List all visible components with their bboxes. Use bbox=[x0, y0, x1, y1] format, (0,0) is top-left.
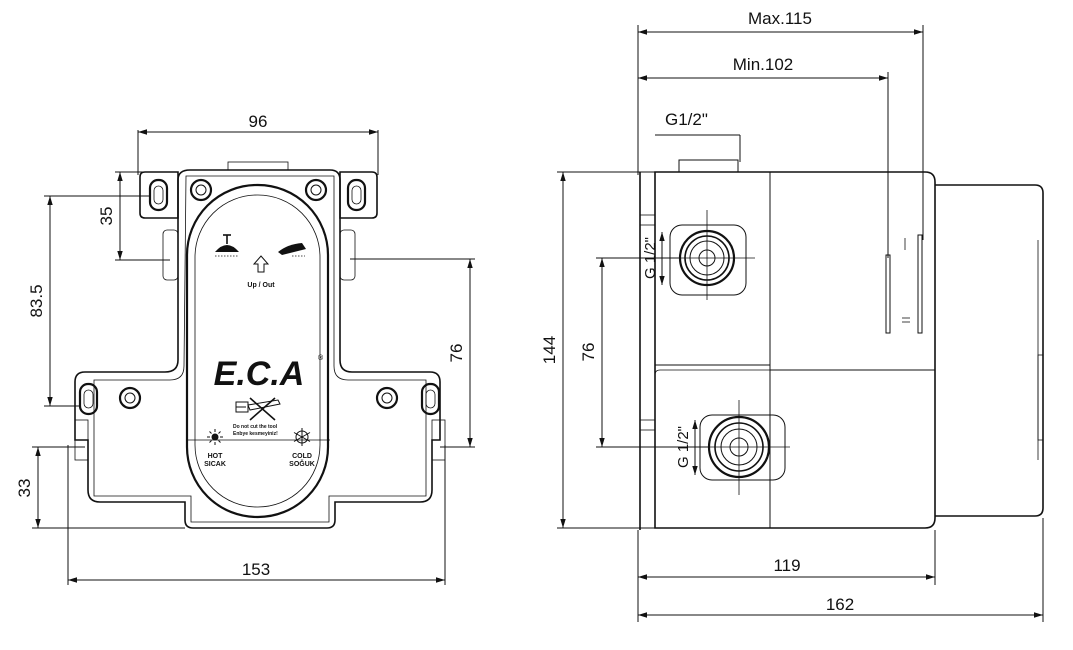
side-dimensions: Max.115 Min.102 G1/2" 144 76 G 1/2" G 1/… bbox=[540, 9, 1044, 622]
up-out-label: Up / Out bbox=[247, 282, 275, 289]
dim-119: 119 bbox=[773, 556, 800, 575]
hot-label-tr: SICAK bbox=[204, 461, 226, 468]
dim-144: 144 bbox=[540, 336, 559, 364]
dim-96: 96 bbox=[249, 112, 268, 131]
warning-line-1: Do not cut the tool bbox=[233, 424, 278, 430]
lower-right-ear bbox=[420, 382, 441, 416]
registered-mark: ® bbox=[318, 354, 324, 362]
dim-33: 33 bbox=[15, 479, 34, 498]
cold-label: COLD bbox=[292, 453, 312, 460]
hand-shower-icon bbox=[278, 243, 306, 257]
upper-inlet bbox=[665, 210, 755, 300]
screw-bottom-right bbox=[375, 386, 399, 410]
dim-min-102: Min.102 bbox=[733, 55, 793, 74]
dim-162: 162 bbox=[826, 595, 854, 614]
up-arrow-icon bbox=[252, 255, 270, 273]
side-view bbox=[639, 159, 1044, 530]
front-body-outline bbox=[74, 169, 441, 529]
top-thread-stub bbox=[678, 159, 739, 173]
dim-83-5: 83.5 bbox=[27, 284, 46, 317]
thread-top-label: G1/2" bbox=[665, 110, 708, 129]
lower-left-ear bbox=[78, 382, 99, 416]
dim-76-side: 76 bbox=[579, 343, 598, 362]
cold-label-tr: SOĞUK bbox=[289, 459, 315, 468]
sun-hot-icon bbox=[207, 429, 223, 445]
dim-153: 153 bbox=[242, 560, 270, 579]
warning-line-2: Enbye kesmeyiniz! bbox=[233, 431, 278, 437]
screw-bottom-left bbox=[118, 386, 142, 410]
snowflake-cold-icon bbox=[293, 428, 311, 446]
side-body bbox=[654, 171, 936, 529]
dim-76-front: 76 bbox=[447, 344, 466, 363]
screw-top-right bbox=[304, 178, 328, 202]
upper-right-ear bbox=[339, 171, 378, 219]
saw-cut-icon bbox=[235, 397, 281, 421]
hot-label: HOT bbox=[208, 453, 224, 460]
upper-left-ear bbox=[139, 171, 179, 219]
thread-lower-label: G 1/2" bbox=[675, 426, 692, 468]
side-cover bbox=[935, 184, 1044, 517]
thread-upper-label: G 1/2" bbox=[642, 237, 659, 279]
shower-head-icon bbox=[215, 234, 239, 257]
front-cover bbox=[185, 183, 330, 519]
top-tab bbox=[227, 161, 289, 171]
dim-max-115: Max.115 bbox=[748, 9, 812, 28]
dim-35: 35 bbox=[97, 207, 116, 226]
screw-top-left bbox=[189, 178, 213, 202]
brand-logo: E.C.A bbox=[214, 355, 305, 393]
front-view: Up / Out E.C.A ® Do not cut the tool Enb… bbox=[74, 161, 446, 529]
front-dimensions: 96 35 83.5 76 33 153 bbox=[15, 112, 475, 585]
